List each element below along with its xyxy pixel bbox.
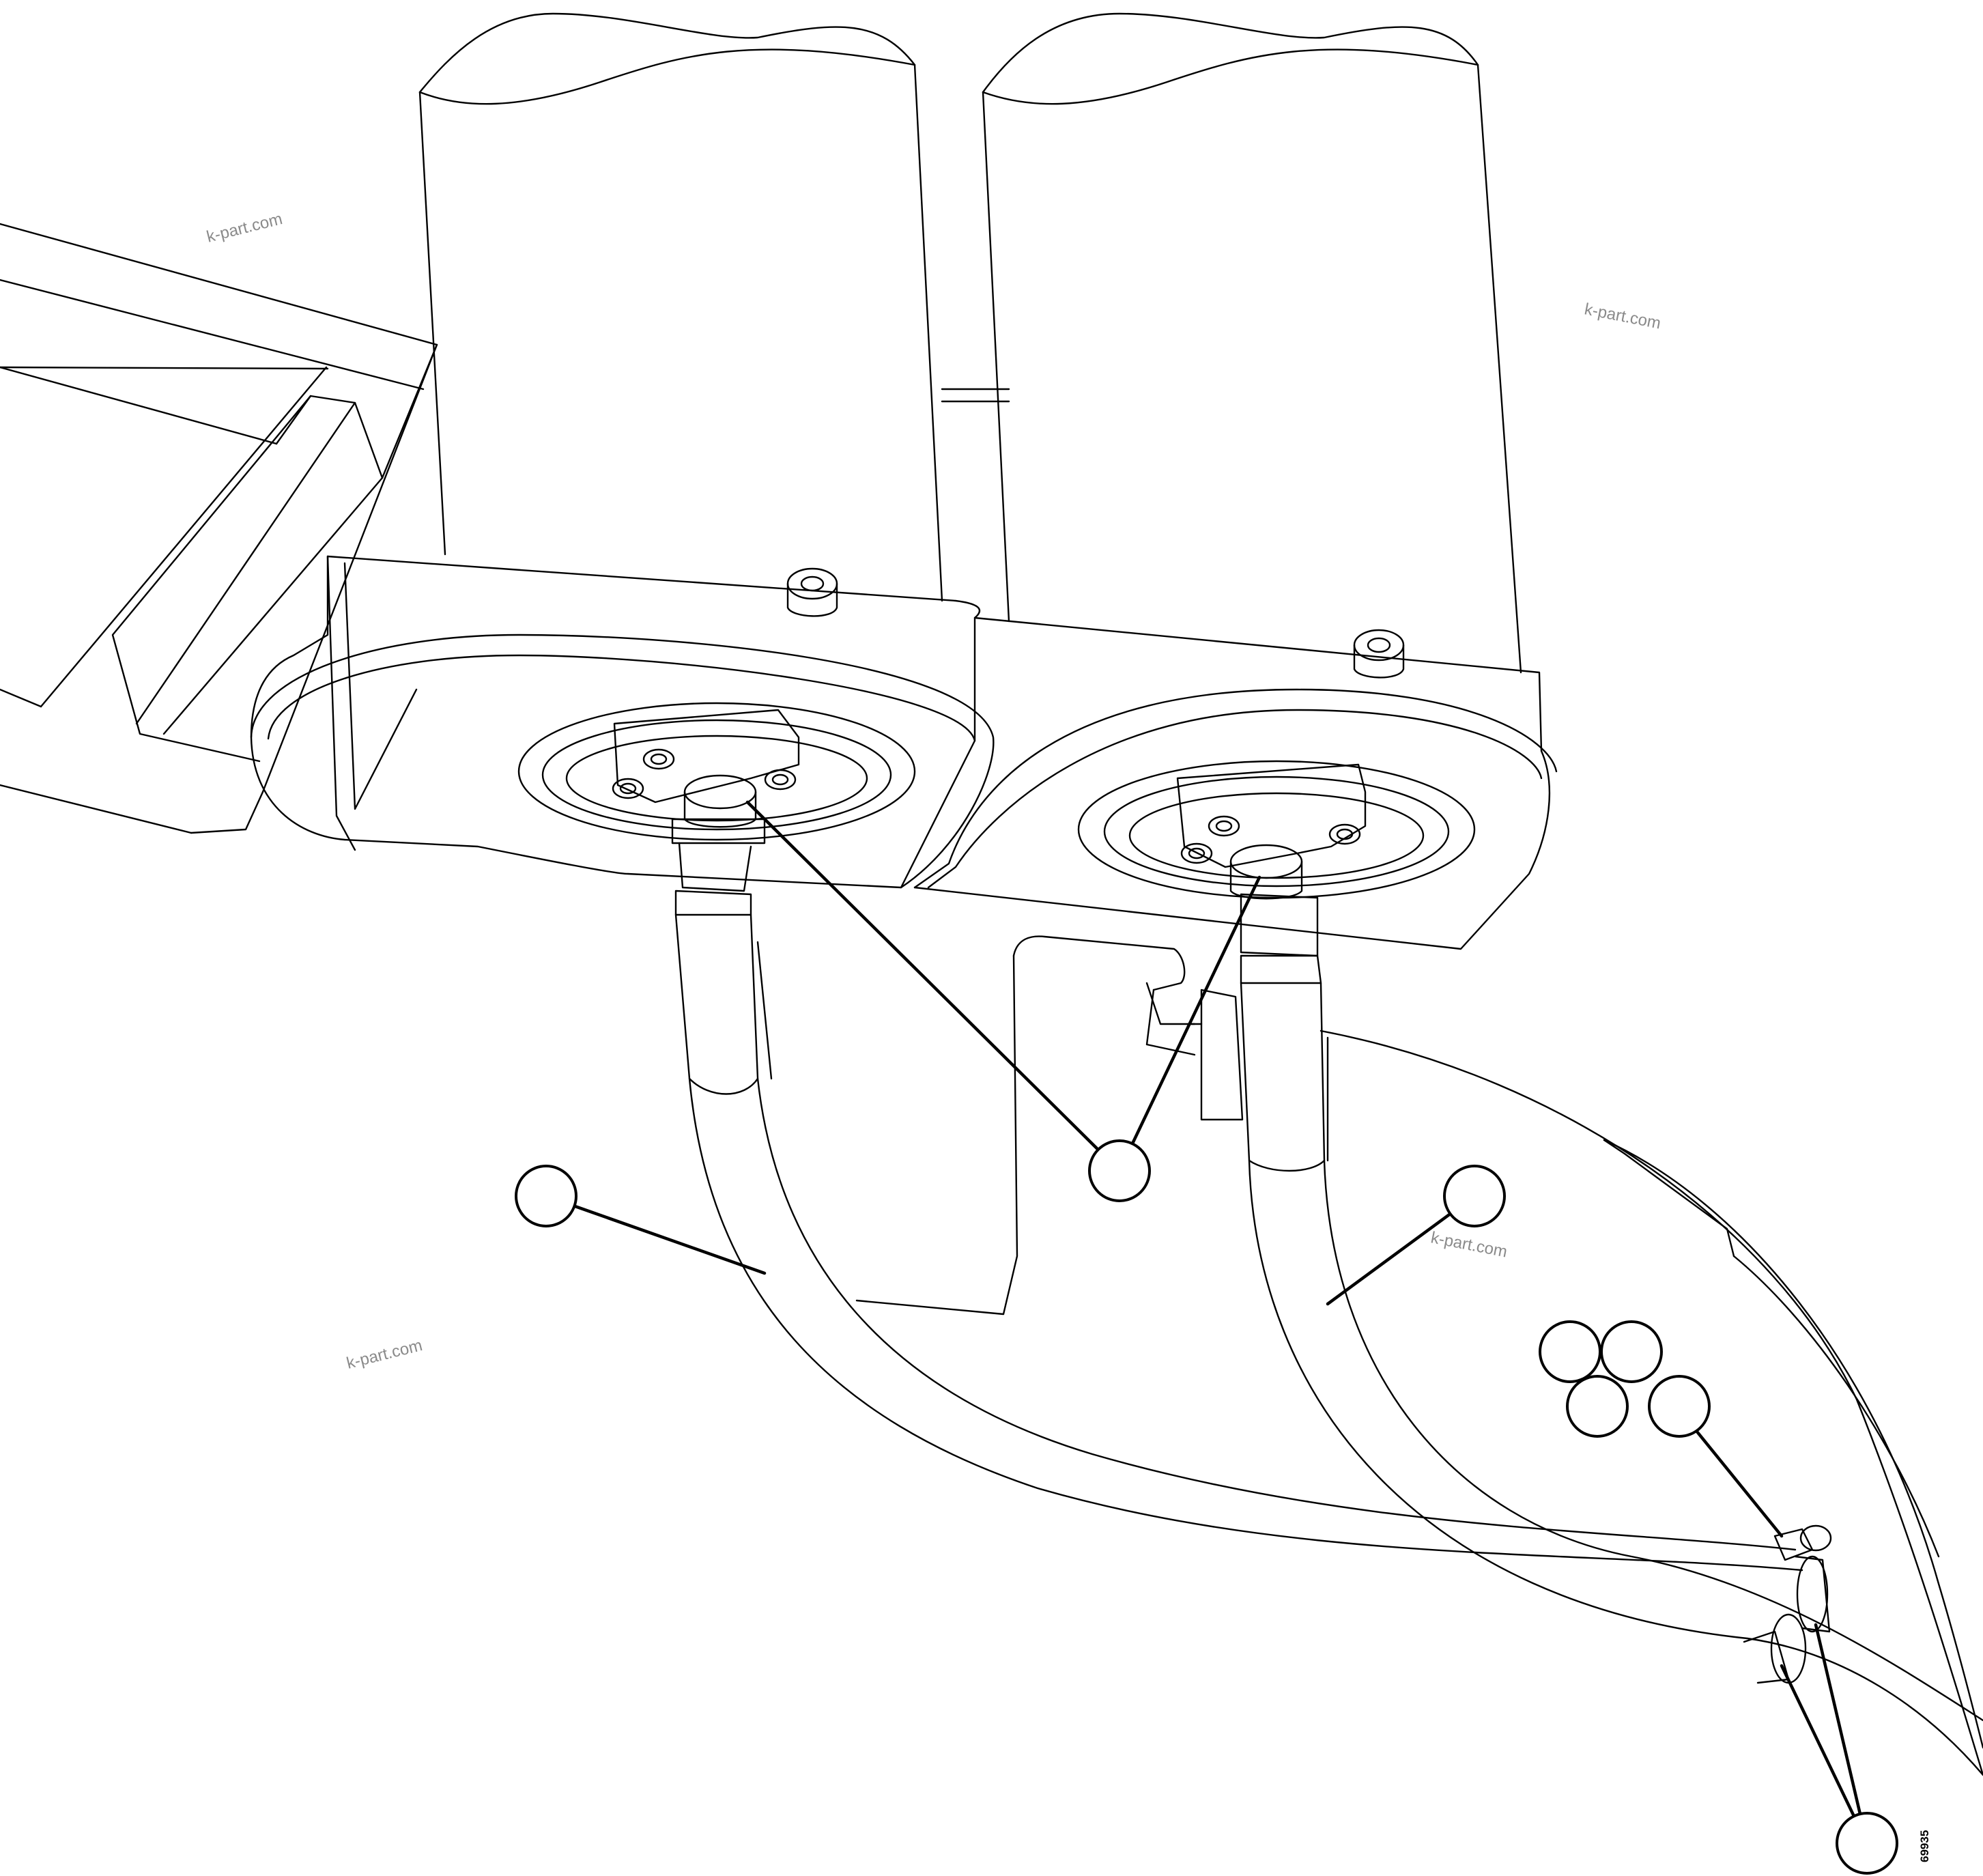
- hose-left: [674, 913, 1803, 1572]
- tank-outline: [1319, 1029, 1983, 1776]
- callout-8[interactable]: [1836, 1812, 1898, 1875]
- callout-3[interactable]: [1443, 1165, 1506, 1227]
- motor-right: [941, 12, 1522, 674]
- callout-2[interactable]: [1088, 1139, 1151, 1202]
- callout-6[interactable]: [1566, 1375, 1629, 1438]
- callout-1[interactable]: [515, 1165, 577, 1227]
- watermark-3: k-part.com: [1429, 1228, 1509, 1261]
- callout-7[interactable]: [1648, 1375, 1711, 1438]
- leader-lines: [544, 800, 1869, 1845]
- watermark-2: k-part.com: [1583, 300, 1662, 332]
- callout-balloons: [515, 1139, 1898, 1875]
- stud-right: [1353, 629, 1405, 679]
- watermark-1: k-part.com: [205, 210, 285, 246]
- motor-left: [418, 12, 943, 602]
- watermark-4: k-part.com: [345, 1336, 425, 1373]
- hose-right: [1240, 982, 1983, 1776]
- port-fitting-left: [612, 709, 800, 916]
- figure-number: 69935: [1918, 1830, 1931, 1862]
- callout-4[interactable]: [1539, 1320, 1601, 1383]
- bracket-left: [250, 555, 995, 889]
- frame-rails: [0, 223, 438, 834]
- callout-5[interactable]: [1600, 1320, 1663, 1383]
- stud-left: [786, 567, 838, 617]
